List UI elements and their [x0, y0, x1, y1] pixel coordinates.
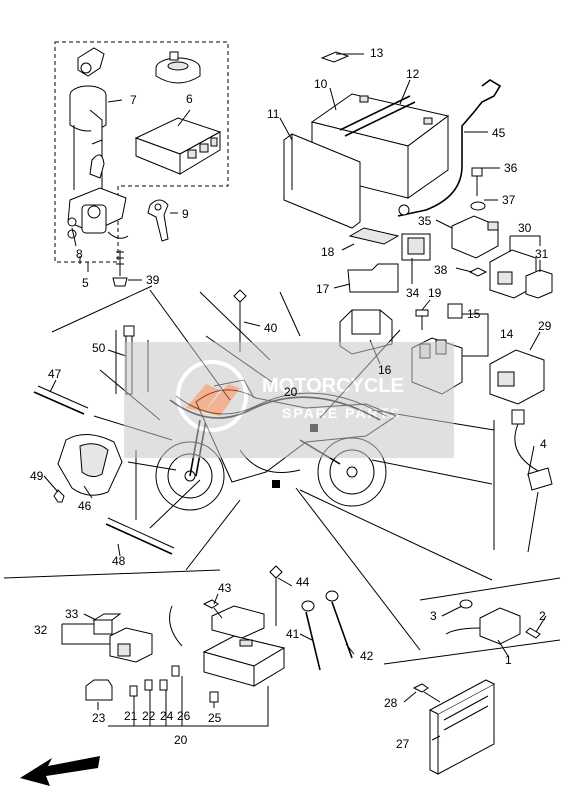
callout-46: 46 [78, 499, 92, 513]
clip-38 [468, 267, 488, 277]
callout-19: 19 [428, 286, 442, 300]
bolt-36 [471, 167, 483, 196]
callout-45: 45 [492, 126, 506, 140]
callout-22: 22 [142, 709, 156, 723]
callout-17: 17 [316, 282, 330, 296]
callout-48: 48 [112, 554, 126, 568]
callout-1: 1 [505, 653, 512, 667]
callout-7: 7 [130, 93, 137, 107]
callout-21: 21 [124, 709, 138, 723]
callout-14: 14 [500, 327, 514, 341]
callout-18: 18 [321, 245, 335, 259]
callout-49: 49 [30, 469, 44, 483]
flasher-relay-29 [489, 349, 545, 405]
callout-8: 8 [76, 247, 83, 261]
sensor-4 [511, 409, 553, 553]
watermark-tagline: SPARE PARTS [282, 405, 402, 421]
callout-labels: 1 2 3 4 5 6 7 8 9 10 11 12 13 14 15 16 1… [30, 46, 552, 751]
callout-39: 39 [146, 273, 160, 287]
band-48 [105, 517, 175, 555]
callout-40: 40 [264, 321, 278, 335]
callout-9: 9 [182, 207, 189, 221]
screw-2 [525, 627, 541, 639]
nut-3 [459, 599, 473, 609]
callout-12: 12 [406, 67, 420, 81]
callout-11: 11 [267, 107, 280, 121]
screw-39 [112, 250, 128, 287]
callout-20-harness: 20 [284, 385, 298, 399]
battery-lead [397, 79, 502, 217]
callout-15: 15 [467, 307, 481, 321]
callout-44: 44 [296, 575, 310, 589]
band-47 [33, 385, 89, 415]
callout-20-fusebox: 20 [174, 733, 188, 747]
callout-29: 29 [538, 319, 552, 333]
ignition-switch [67, 47, 129, 239]
callout-30: 30 [518, 221, 532, 235]
bracket-17 [347, 263, 399, 293]
cover-18 [348, 227, 400, 245]
battery [310, 93, 450, 199]
screw-28 [412, 683, 441, 703]
fuse-cover [211, 605, 265, 639]
nut-37 [470, 201, 486, 211]
callout-28: 28 [384, 696, 398, 710]
ignition-group-box [54, 41, 229, 263]
callout-34: 34 [406, 286, 420, 300]
battery-cover-pad [283, 133, 361, 229]
callout-6: 6 [186, 92, 193, 106]
watermark-brand: MOTORCYCLE [262, 375, 404, 397]
holder-46 [57, 434, 123, 496]
callout-13: 13 [370, 46, 384, 60]
relay-35 [451, 215, 499, 259]
callout-43: 43 [218, 581, 232, 595]
callout-47: 47 [48, 367, 62, 381]
callout-35: 35 [418, 214, 432, 228]
callout-5: 5 [82, 276, 89, 290]
callout-32: 32 [34, 623, 48, 637]
fuses-21-26 [129, 665, 180, 697]
ignition-key [147, 199, 169, 242]
callout-33: 33 [65, 607, 79, 621]
relay-31 [525, 269, 553, 299]
relay-34 [401, 233, 431, 261]
immobilizer-unit [134, 117, 222, 175]
callout-24: 24 [160, 709, 174, 723]
screw-49 [53, 489, 65, 503]
callout-41: 41 [286, 627, 300, 641]
callout-31: 31 [535, 247, 549, 261]
callout-23: 23 [92, 711, 106, 725]
front-direction-arrow [20, 756, 100, 786]
screw-19 [415, 309, 429, 330]
watermark: MOTORCYCLE SPARE PARTS [124, 342, 454, 458]
callout-26: 26 [177, 709, 191, 723]
band-42 [325, 590, 353, 659]
fuse-25 [209, 691, 219, 703]
callout-37: 37 [502, 193, 516, 207]
sensor-1 [445, 607, 521, 645]
connector-23 [85, 679, 113, 701]
fuse-box [202, 635, 286, 687]
callout-38: 38 [434, 263, 448, 277]
wire-26 [169, 605, 183, 647]
callout-16: 16 [378, 363, 392, 377]
callout-36: 36 [504, 161, 518, 175]
callout-10: 10 [314, 77, 328, 91]
callout-27: 27 [396, 737, 410, 751]
callout-4: 4 [540, 437, 547, 451]
ecu-27 [428, 679, 495, 775]
callout-25: 25 [208, 711, 222, 725]
band-41 [301, 600, 321, 671]
callout-3: 3 [430, 609, 437, 623]
sensor-44 [269, 565, 283, 626]
key-lock-cap [155, 51, 201, 84]
callout-50: 50 [92, 341, 106, 355]
connector-32 [109, 627, 153, 663]
callout-42: 42 [360, 649, 374, 663]
callout-2: 2 [539, 609, 546, 623]
connector-33 [92, 613, 122, 635]
